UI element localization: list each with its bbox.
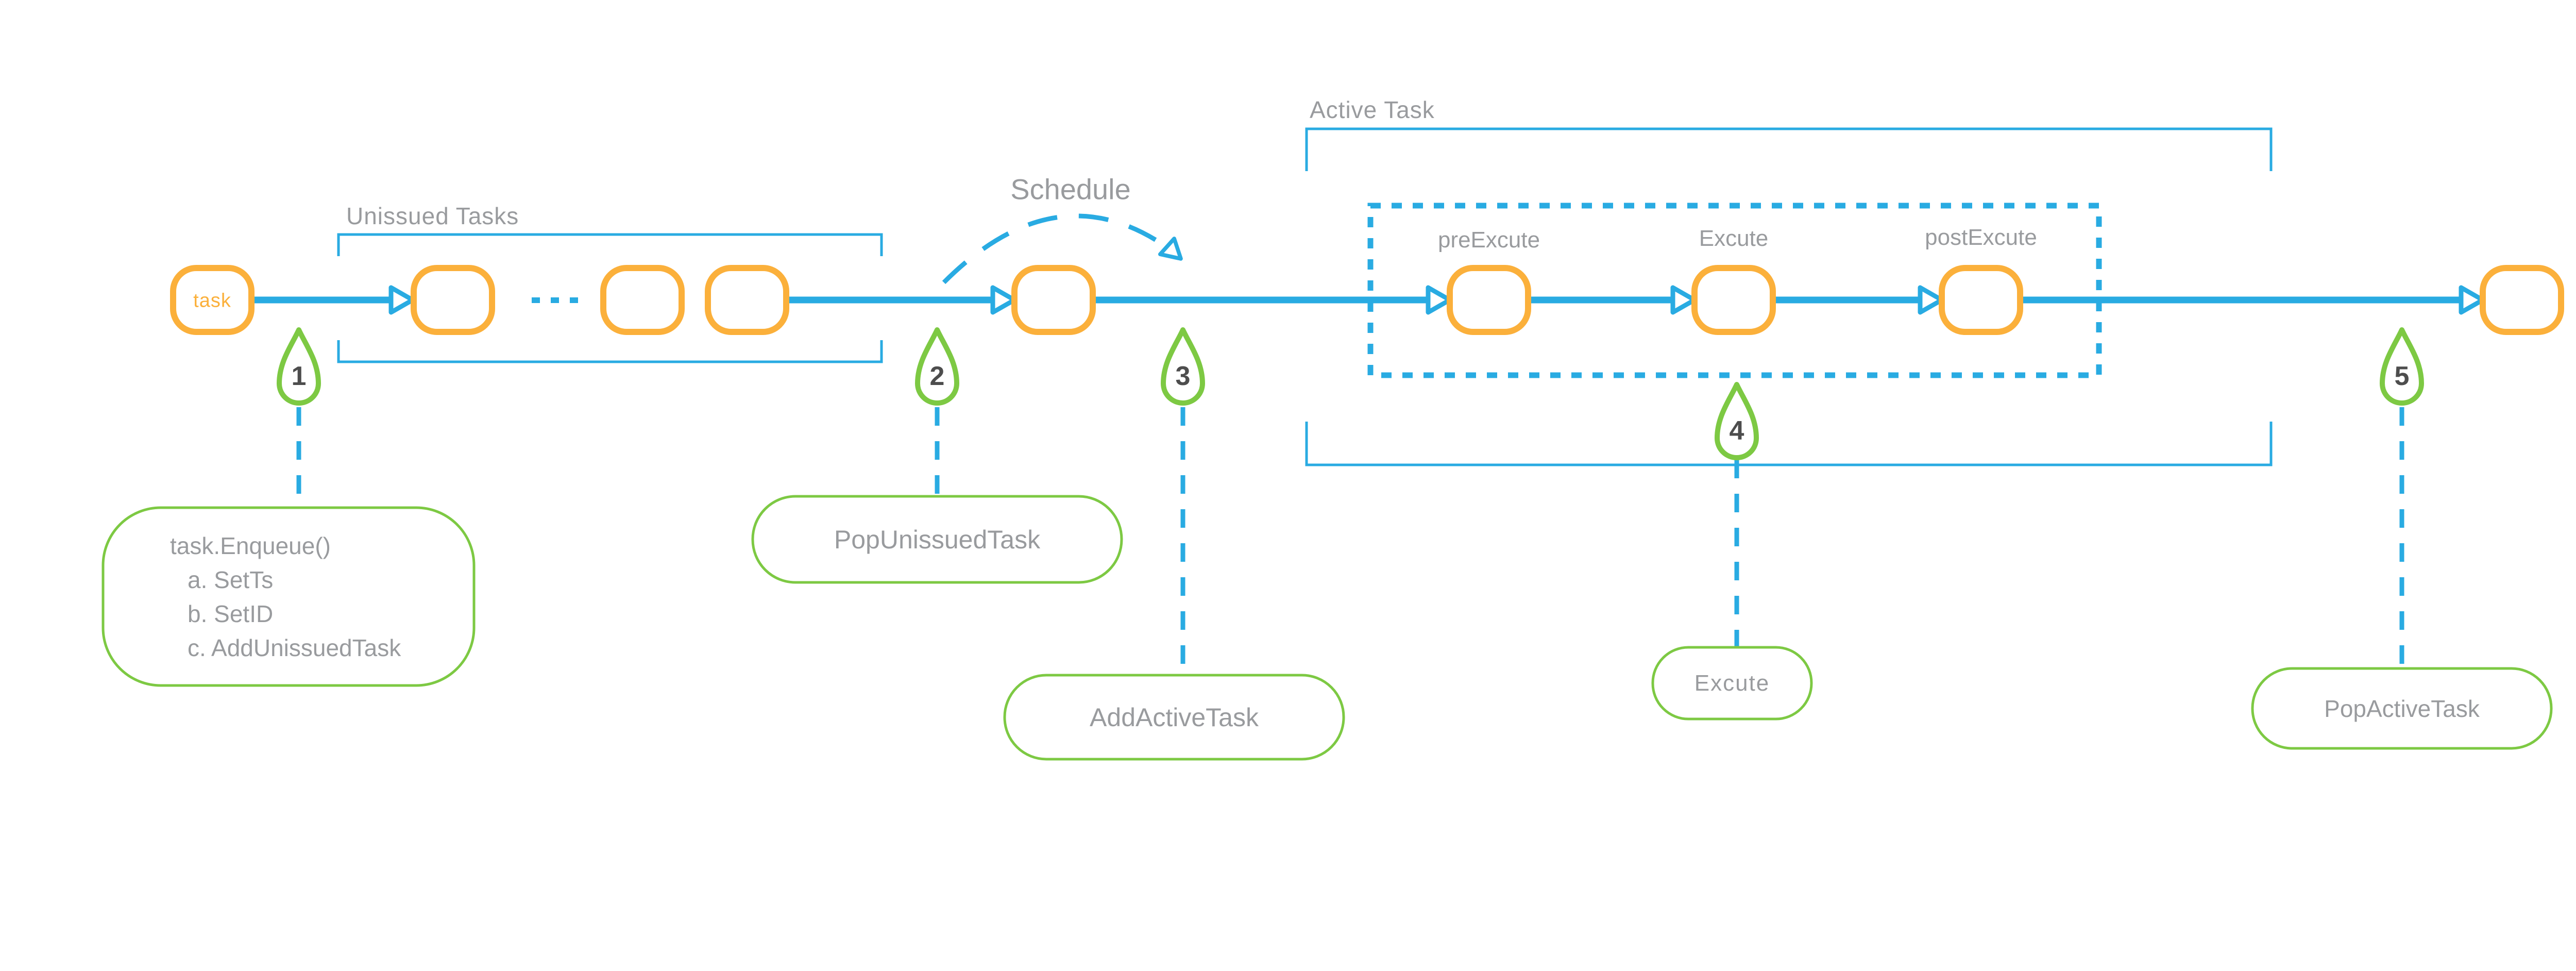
excute-label: Excute (1699, 226, 1769, 251)
arrow-task-to-queue (251, 285, 415, 315)
queue-node-2 (600, 265, 685, 335)
arrow-excute-to-postexcute (1773, 285, 1944, 315)
marker-number-4: 4 (1729, 416, 1744, 446)
marker-number-5: 5 (2394, 361, 2410, 391)
note-box-execute (1651, 646, 1813, 721)
note-box-enqueue (101, 506, 476, 687)
active-task-label: Active Task (1310, 96, 1435, 123)
postexcute-node (1939, 265, 2023, 335)
note-enqueue-step-a: a. SetTs (188, 566, 274, 593)
note-box-add-active (1003, 674, 1345, 761)
postexcute-label: postExcute (1925, 225, 2037, 250)
marker-pin-2-icon (915, 327, 959, 406)
finished-node (2480, 265, 2564, 335)
note-enqueue-step-b: b. SetID (188, 600, 274, 627)
arrow-preexcute-to-excute (1528, 285, 1697, 315)
task-node-label: task (193, 290, 231, 312)
marker-pin-5-icon (2380, 327, 2424, 406)
marker-number-3: 3 (1175, 361, 1191, 391)
marker-pin-4-icon (1715, 382, 1759, 460)
queue-node-1 (411, 265, 495, 335)
note-execute-label: Excute (1694, 671, 1770, 696)
task-node (170, 265, 255, 335)
note-add-active-label: AddActiveTask (1090, 703, 1259, 732)
schedule-label: Schedule (1010, 173, 1131, 206)
active-top-bracket (1305, 127, 2273, 171)
unissued-bottom-bracket (337, 340, 883, 363)
active-bottom-bracket (1305, 422, 2273, 466)
preexcute-label: preExcute (1437, 227, 1540, 253)
unissued-tasks-label: Unissued Tasks (346, 203, 519, 229)
arrow-schedule-to-preexcute (1093, 285, 1452, 315)
note-enqueue-step-c: c. AddUnissuedTask (188, 634, 401, 661)
note-box-pop-unissued (751, 495, 1123, 584)
queue-ellipsis-dots (532, 297, 578, 303)
note-enqueue-text: task.Enqueue() a. SetTs b. SetID c. AddU… (170, 529, 401, 665)
schedule-dashed-arc (942, 213, 1183, 284)
unissued-top-bracket (337, 233, 883, 256)
preexcute-node (1447, 265, 1531, 335)
queue-node-3 (705, 265, 789, 335)
marker-pin-3-icon (1161, 327, 1205, 406)
marker-pin-1-icon (277, 327, 321, 406)
note-pop-active-label: PopActiveTask (2324, 695, 2480, 722)
arrow-postexcute-to-done (2020, 285, 2485, 315)
execution-dotted-box (1367, 203, 2102, 378)
excute-node (1691, 265, 1776, 335)
scheduled-node (1011, 265, 1096, 335)
note-box-pop-active (2251, 667, 2553, 750)
note-enqueue-title: task.Enqueue() (170, 532, 331, 559)
marker-number-1: 1 (291, 361, 307, 391)
note-pop-unissued-label: PopUnissuedTask (834, 525, 1041, 554)
arrow-queue-to-schedule (786, 285, 1017, 315)
marker-number-2: 2 (929, 361, 945, 391)
